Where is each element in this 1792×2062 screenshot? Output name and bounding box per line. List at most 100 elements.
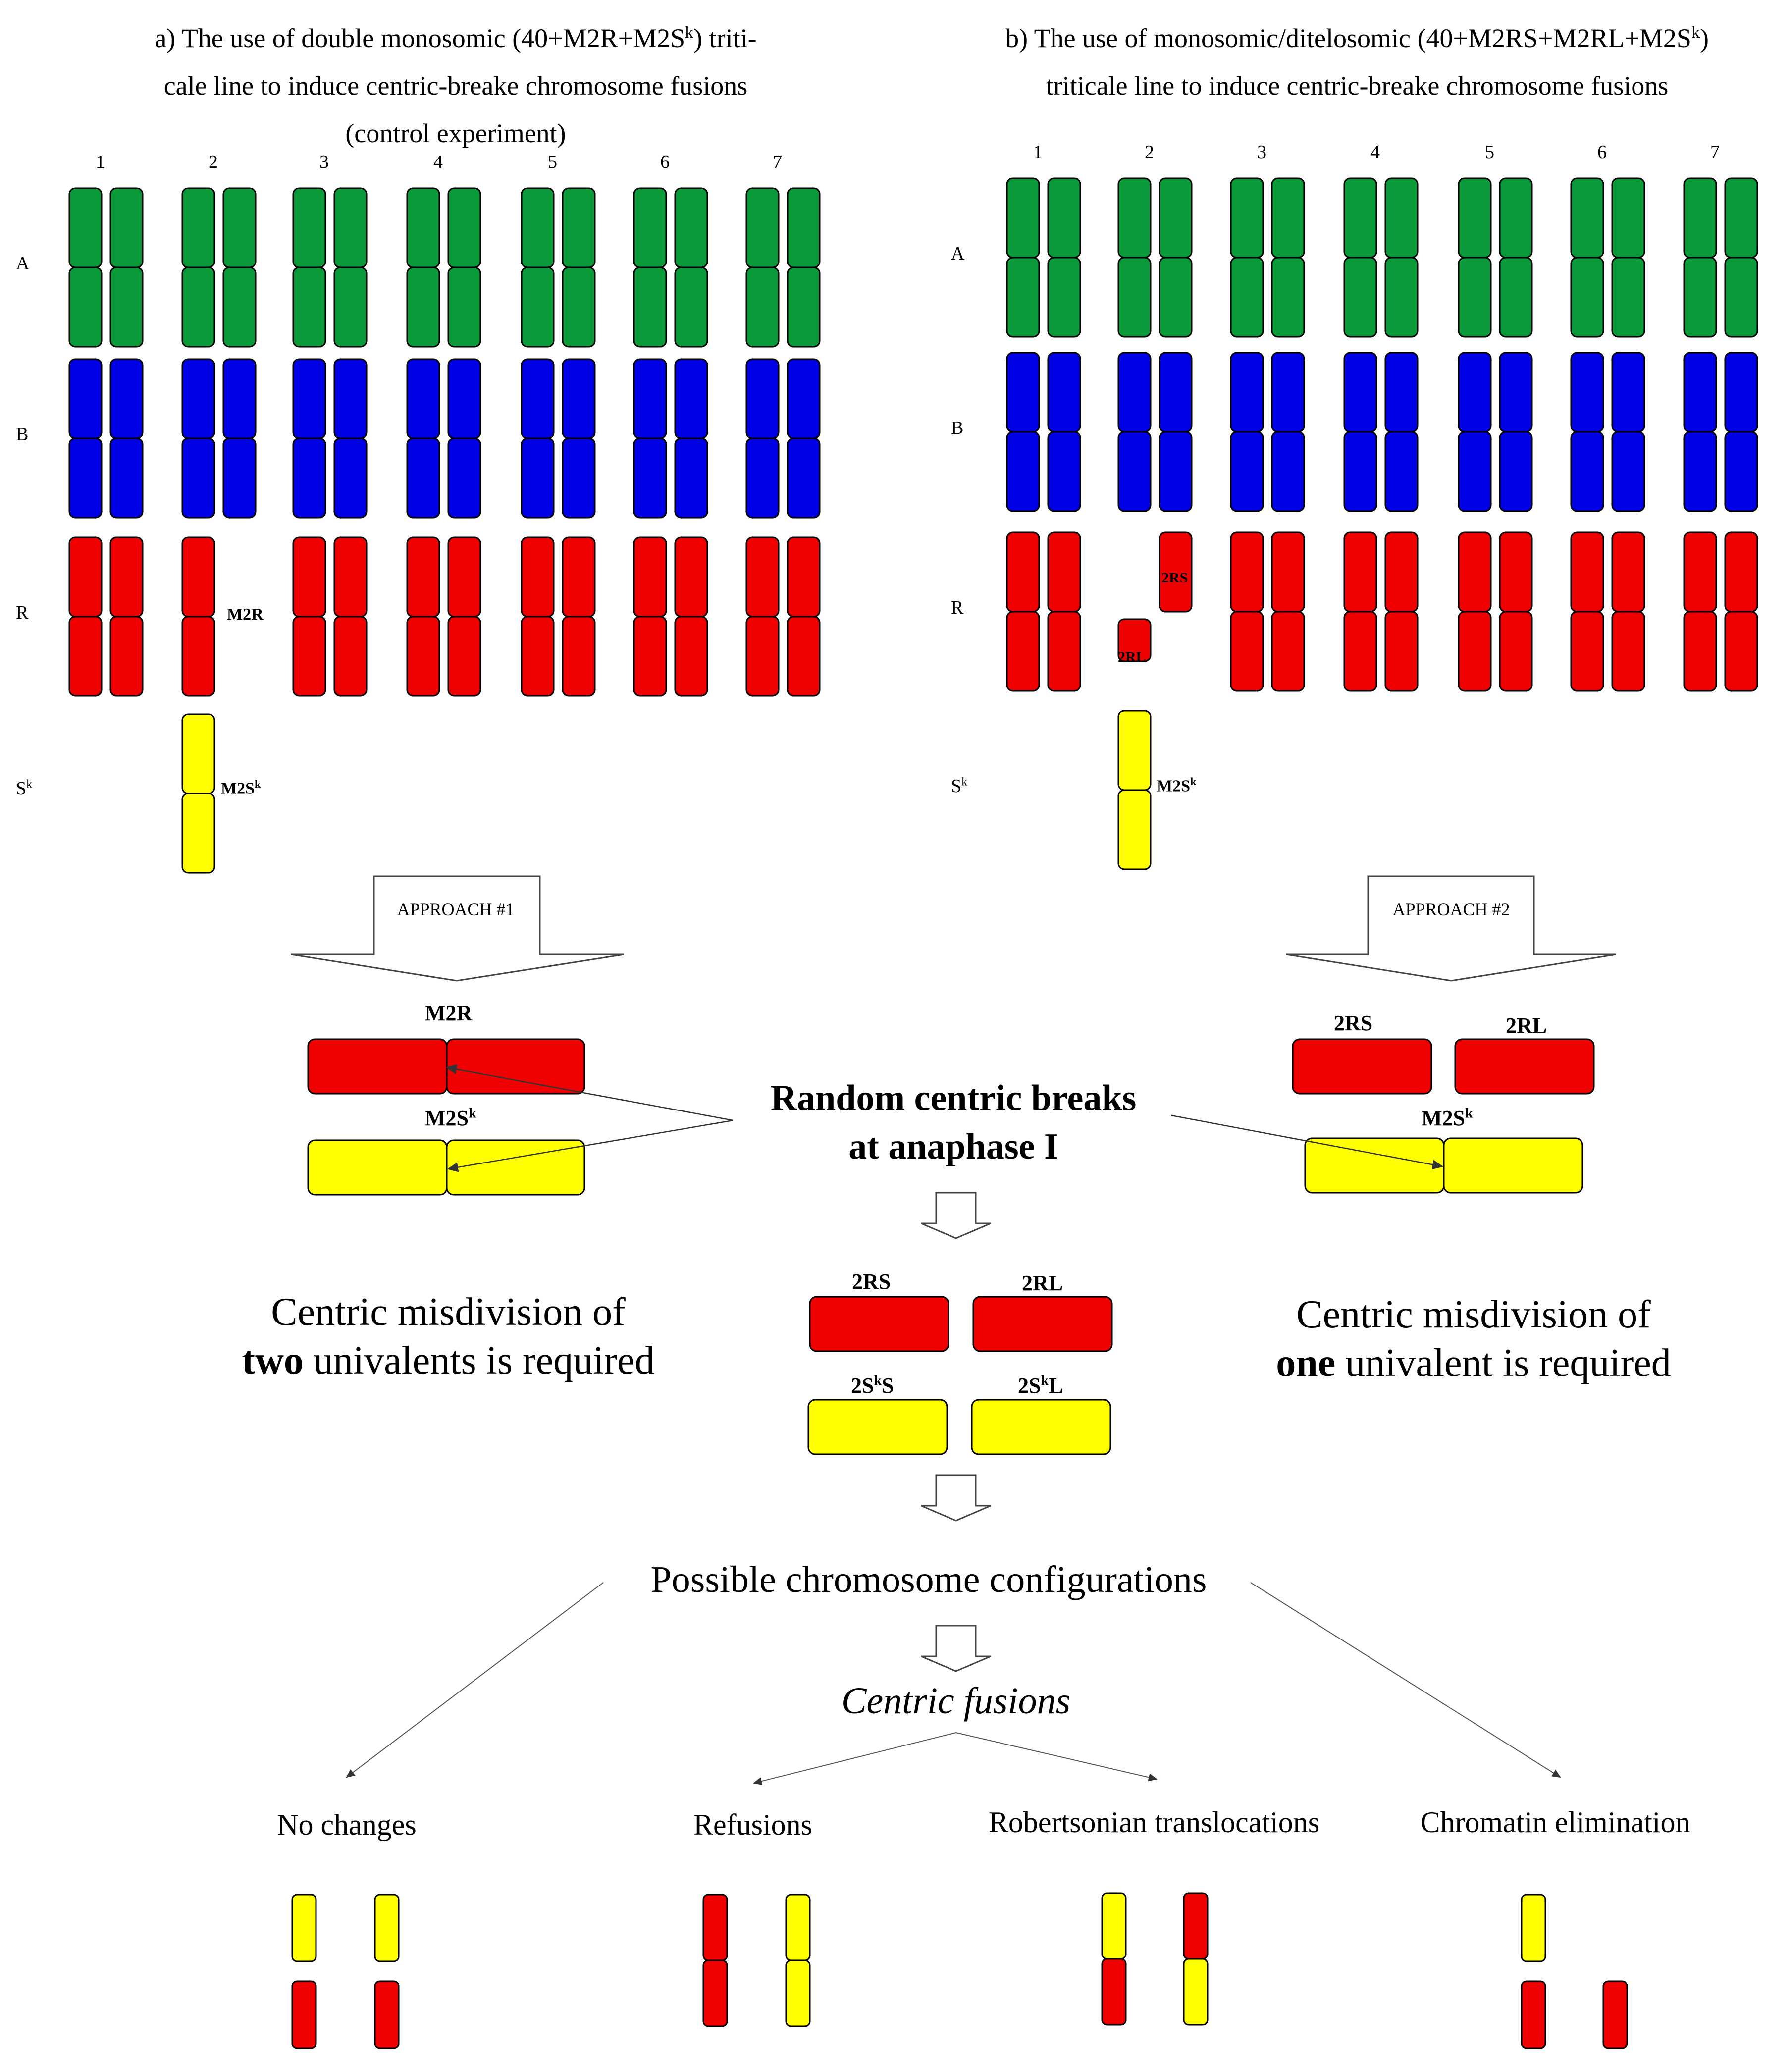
- outcome-rob-r: [1101, 1958, 1127, 2026]
- chromosome-arm: [222, 358, 257, 439]
- chromosome-arm: [521, 358, 555, 439]
- chromosome-arm: [562, 616, 596, 697]
- chromosome-arm: [521, 437, 555, 519]
- chromosome-arm-m2r: [181, 536, 215, 618]
- chromosome-arm: [406, 616, 440, 697]
- column-number-label: 7: [1710, 142, 1720, 162]
- down-arrow: [921, 1474, 991, 1522]
- chromosome-arm: [1683, 352, 1717, 433]
- m2sk-approach-label: M2Sk: [425, 1106, 476, 1130]
- chromosome-arm: [1458, 531, 1492, 613]
- outcome-refusion-sk: [785, 1959, 811, 2027]
- chromosome-arm: [1611, 531, 1645, 613]
- fusion-line: [955, 1732, 1158, 1782]
- chromosome-arm: [633, 536, 667, 618]
- chromosome-arm: [562, 266, 596, 348]
- chromosome-arm: [745, 616, 780, 697]
- genome-row-label: B: [16, 424, 29, 445]
- outcome-elim-r: [1521, 1980, 1546, 2049]
- column-number-label: 5: [1485, 142, 1494, 162]
- chromosome-arm: [521, 187, 555, 268]
- chromosome-arm: [1230, 531, 1264, 613]
- panel-a-title: a) The use of double monosomic (40+M2R+M…: [155, 23, 757, 148]
- product-2skl: [971, 1399, 1111, 1455]
- chromosome-arm: [1117, 177, 1152, 259]
- outcome-rob-r: [1183, 1892, 1209, 1960]
- outcome-no-changes-r: [374, 1980, 400, 2049]
- outcome-robertsonian-label: Robertsonian translocations: [988, 1806, 1320, 1839]
- chromosome-arm: [406, 358, 440, 439]
- chromosome-arm: [1343, 611, 1377, 692]
- chromosome-arm: [1271, 177, 1305, 259]
- chromosome-arm: [447, 536, 481, 618]
- chromosome-arm: [181, 187, 215, 268]
- chromosome-arm: [745, 358, 780, 439]
- chromosome-arm: [68, 266, 103, 348]
- chromosome-arm: [1611, 177, 1645, 259]
- chromosome-arm: [406, 536, 440, 618]
- column-number-label: 5: [548, 152, 557, 172]
- genome-row-label: R: [951, 597, 964, 618]
- chromosome-arm: [633, 266, 667, 348]
- chromosome-arm: [562, 187, 596, 268]
- m2r-right-arm: [446, 1038, 585, 1095]
- outcome-elim-r: [1602, 1980, 1628, 2049]
- chromosome-arm: [1343, 257, 1377, 338]
- m2sk-right-arm: [446, 1139, 585, 1196]
- column-number-label: 3: [319, 152, 329, 172]
- chromosome-arm: [787, 616, 821, 697]
- chromosome-arm: [1570, 352, 1604, 433]
- chromosome-arm: [787, 187, 821, 268]
- chromosome-arm: [1343, 177, 1377, 259]
- chromosome-arm: [1047, 531, 1081, 613]
- chromosome-arm: [633, 616, 667, 697]
- chromosome-arm-m2sk: [1117, 710, 1152, 791]
- 2rs-telosome: [1292, 1038, 1432, 1095]
- chromosome-arm: [1724, 177, 1758, 259]
- chromosome-arm: [1159, 177, 1193, 259]
- column-number-label: 1: [96, 152, 105, 172]
- chromosome-arm: [1683, 611, 1717, 692]
- outcome-no-changes-sk: [374, 1894, 400, 1962]
- chromosome-arm: [1458, 611, 1492, 692]
- outcome-rob-sk: [1183, 1958, 1209, 2026]
- outcome-no-changes-label: No changes: [277, 1808, 417, 1841]
- chromosome-arm-m2r: [181, 616, 215, 697]
- chromosome-arm: [1499, 611, 1533, 692]
- chromosome-arm: [1384, 352, 1419, 433]
- fusion-line: [753, 1732, 956, 1785]
- down-arrow: [921, 1192, 991, 1239]
- chromosome-arm: [674, 187, 708, 268]
- approach-2-arrow: [1286, 875, 1617, 982]
- chromosome-arm: [1343, 431, 1377, 512]
- karyotype-grid-a: [68, 187, 821, 874]
- chromosome-arm: [1499, 431, 1533, 512]
- karyotype-grid-b: [1006, 177, 1758, 870]
- chromosome-arm: [787, 358, 821, 439]
- outcome-rob-sk: [1101, 1892, 1127, 1960]
- genome-row-label: Sk: [16, 778, 33, 799]
- chromosome-arm: [1230, 177, 1264, 259]
- chromosome-arm: [633, 358, 667, 439]
- chromosome-arm: [1006, 257, 1040, 338]
- chromosome-arm: [292, 266, 326, 348]
- genome-row-label: A: [16, 253, 30, 274]
- column-number-label: 1: [1033, 142, 1043, 162]
- 2rs-label: 2RS: [1161, 570, 1188, 586]
- chromosome-arm: [1458, 431, 1492, 512]
- product-2rs-label: 2RS: [852, 1269, 891, 1294]
- chromosome-arm: [562, 437, 596, 519]
- chromosome-arm: [1570, 177, 1604, 259]
- chromosome-arm: [68, 358, 103, 439]
- chromosome-arm: [406, 437, 440, 519]
- chromosome-arm: [1683, 257, 1717, 338]
- chromosome-arm: [1384, 431, 1419, 512]
- chromosome-arm: [1271, 431, 1305, 512]
- chromosome-arm: [1047, 611, 1081, 692]
- outcome-no-changes-sk: [291, 1894, 317, 1962]
- chromosome-arm: [1271, 531, 1305, 613]
- product-2skl-label: 2SkL: [1018, 1373, 1063, 1398]
- chromosome-arm: [109, 536, 144, 618]
- chromosome-arm: [674, 536, 708, 618]
- chromosome-arm: [1611, 611, 1645, 692]
